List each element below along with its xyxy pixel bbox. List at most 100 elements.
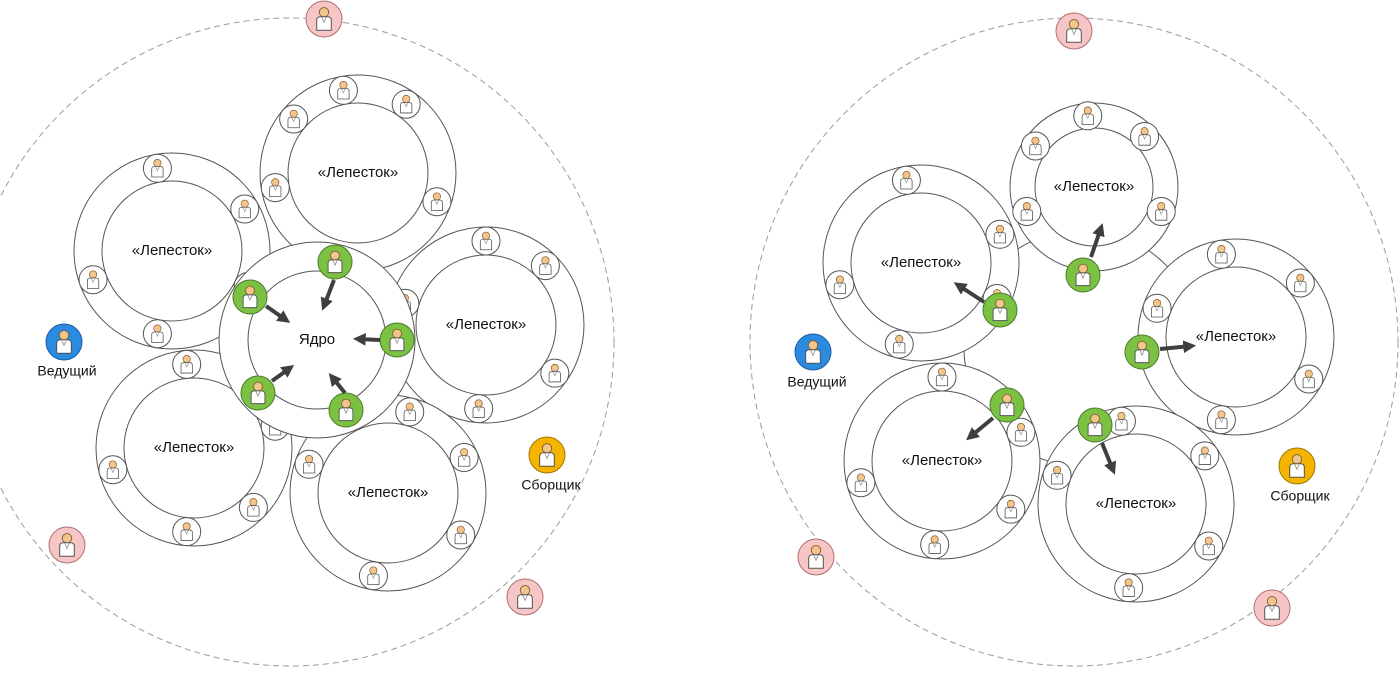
active-members xyxy=(953,223,1197,475)
collector-label: Сборщик xyxy=(1270,488,1330,504)
collector-icon xyxy=(528,436,566,474)
active-member-icon xyxy=(328,392,364,428)
direction-arrow xyxy=(1100,442,1117,475)
right-diagram: «Лепесток» «Лепесток» «Лепесток» «Лепесток»… xyxy=(749,12,1399,667)
petal-label: «Лепесток» xyxy=(348,484,428,501)
collector-label: Сборщик xyxy=(521,477,581,493)
outsider-icon xyxy=(48,526,86,564)
member-icon xyxy=(1142,293,1172,323)
direction-arrow xyxy=(1089,223,1105,258)
petal-inner-circle xyxy=(123,377,265,519)
core: Ядро xyxy=(218,241,416,439)
member-icon xyxy=(449,443,479,473)
petal-lower-right: «Лепесток» xyxy=(1037,405,1235,603)
direction-arrow xyxy=(328,373,347,395)
member-icon xyxy=(1146,196,1176,226)
direction-arrow xyxy=(352,332,381,346)
outsider-icon xyxy=(797,538,835,576)
member-icon xyxy=(446,520,476,550)
member-icon xyxy=(1294,364,1324,394)
member-icon xyxy=(891,165,921,195)
petal-label: «Лепесток» xyxy=(902,452,982,469)
petal-left: «Лепесток» xyxy=(822,164,1020,362)
member-icon xyxy=(98,455,128,485)
outsider-icon xyxy=(506,578,544,616)
member-icon xyxy=(358,561,388,591)
direction-arrow xyxy=(270,365,295,383)
petal-inner-circle xyxy=(317,422,459,564)
direction-arrow xyxy=(966,416,995,441)
member-icon xyxy=(142,153,172,183)
member-icon xyxy=(471,226,501,256)
member-icon xyxy=(422,187,452,217)
petal-inner-circle xyxy=(1065,433,1207,575)
active-member-icon xyxy=(240,375,276,411)
member-icon xyxy=(172,349,202,379)
petal-label: «Лепесток» xyxy=(1096,495,1176,512)
petal-label: «Лепесток» xyxy=(1196,328,1276,345)
petal-label: «Лепесток» xyxy=(881,254,961,271)
member-icon xyxy=(1285,268,1315,298)
collector-icon xyxy=(1278,447,1316,485)
direction-arrow xyxy=(320,279,336,311)
member-icon xyxy=(142,319,172,349)
petal-top: «Лепесток» xyxy=(1009,101,1179,272)
member-icon xyxy=(1206,405,1236,435)
member-icon xyxy=(996,494,1026,524)
left-diagram: «Лепесток» «Лепесток» «Лепесток» «Лепесток»… xyxy=(0,0,615,667)
member-icon xyxy=(78,265,108,295)
active-member-icon xyxy=(1065,257,1101,293)
member-icon xyxy=(530,251,560,281)
outer-boundary xyxy=(0,17,615,667)
member-icon xyxy=(395,397,425,427)
petal-label: «Лепесток» xyxy=(1054,178,1134,195)
active-member-icon xyxy=(989,387,1025,423)
outer-boundary xyxy=(749,17,1399,667)
member-icon xyxy=(279,104,309,134)
direction-arrow xyxy=(953,282,986,304)
active-member-icon xyxy=(379,322,415,358)
active-member-icon xyxy=(1077,407,1113,443)
member-icon xyxy=(540,358,570,388)
member-icon xyxy=(294,449,324,479)
petal-label: «Лепесток» xyxy=(154,439,234,456)
member-icon xyxy=(328,75,358,105)
leader-icon xyxy=(794,333,832,371)
member-icon xyxy=(1012,196,1042,226)
member-icon xyxy=(927,362,957,392)
member-icon xyxy=(230,194,260,224)
direction-arrow xyxy=(1159,340,1197,354)
outsider-icon xyxy=(1253,589,1291,627)
petal-lower-right: «Лепесток» xyxy=(289,394,487,592)
core-label: Ядро xyxy=(299,331,335,348)
member-icon xyxy=(884,329,914,359)
member-icon xyxy=(238,492,268,522)
petal-label: «Лепесток» xyxy=(132,242,212,259)
member-icon xyxy=(846,468,876,498)
member-icon xyxy=(1190,441,1220,471)
member-icon xyxy=(1206,239,1236,269)
member-icon xyxy=(985,219,1015,249)
petal-upper-left: «Лепесток» xyxy=(73,152,271,350)
petal-inner-circle xyxy=(850,192,992,334)
member-icon xyxy=(1073,101,1103,131)
member-icon xyxy=(920,530,950,560)
member-icon xyxy=(1130,121,1160,151)
member-icon xyxy=(260,173,290,203)
petal-right: «Лепесток» xyxy=(387,226,585,424)
member-icon xyxy=(1194,531,1224,561)
petal-label: «Лепесток» xyxy=(318,164,398,181)
petal-inner-circle xyxy=(287,102,429,244)
petal-right: «Лепесток» xyxy=(1137,238,1335,436)
leader-icon xyxy=(45,323,83,361)
member-icon xyxy=(1006,417,1036,447)
petal-inner-circle xyxy=(1165,266,1307,408)
member-icon xyxy=(825,270,855,300)
leader-label: Ведущий xyxy=(787,374,846,390)
petal-top: «Лепесток» xyxy=(259,74,457,272)
outsider-icon xyxy=(1055,12,1093,50)
outsider-icon xyxy=(305,0,343,38)
petal-inner-circle xyxy=(101,180,243,322)
member-icon xyxy=(391,89,421,119)
